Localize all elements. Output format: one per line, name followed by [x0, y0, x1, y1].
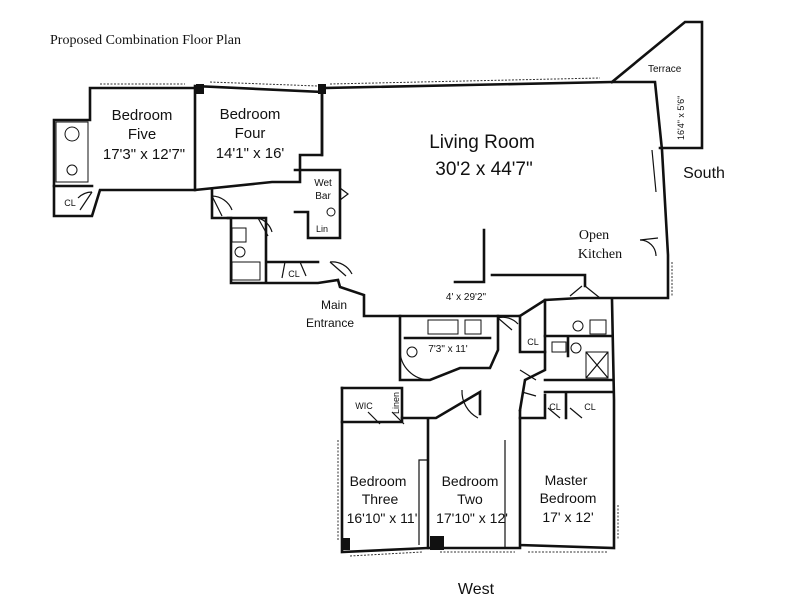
door: [329, 261, 353, 277]
open-kitchen-line2: Kitchen: [578, 247, 622, 262]
door: [569, 285, 601, 299]
hall-size: 4' x 29'2": [446, 292, 487, 303]
master-bedroom-size: 17' x 12': [542, 509, 593, 525]
door: [399, 349, 431, 381]
door: [281, 261, 307, 279]
wet-bar-line1: Wet: [314, 178, 332, 189]
closet-label: CL: [549, 402, 561, 412]
column: [318, 84, 326, 94]
door: [257, 217, 273, 237]
wic-label: WIC: [355, 401, 373, 411]
door: [519, 369, 537, 397]
wall-terrace: [610, 20, 704, 150]
window: [329, 77, 601, 85]
bedroom-five-line1: Bedroom: [112, 107, 173, 124]
wall-bedroom-five: [52, 86, 197, 218]
living-room-size: 30'2 x 44'7": [435, 159, 532, 180]
closet-label: CL: [64, 198, 76, 208]
wall-wet-bar: [293, 168, 342, 240]
terrace-label: Terrace: [648, 64, 682, 75]
fixtures: [55, 121, 657, 548]
bedroom-two-line1: Bedroom: [442, 473, 499, 489]
shower-icon: [585, 351, 609, 379]
wall-living-room: [210, 80, 670, 318]
door: [77, 191, 93, 211]
terrace-door: [651, 149, 657, 193]
wall-cl-master: [543, 390, 614, 420]
main-entrance-line1: Main: [321, 298, 347, 312]
toilet: [570, 342, 582, 354]
wet-bar-arrow-icon: [339, 187, 349, 201]
master-bedroom-line1: Master: [545, 472, 588, 488]
door: [639, 237, 659, 257]
closet-label: CL: [527, 337, 539, 347]
closet-rod: [418, 459, 428, 545]
window: [209, 81, 319, 87]
column: [430, 536, 444, 550]
window: [349, 551, 423, 557]
bathtub: [231, 261, 261, 281]
bedroom-four-line2: Four: [235, 125, 266, 142]
plan-title: Proposed Combination Floor Plan: [50, 33, 241, 48]
door: [461, 389, 479, 419]
toilet: [234, 246, 246, 258]
toilet: [572, 320, 584, 332]
door: [367, 411, 405, 425]
linen-label: Linen: [391, 392, 401, 414]
bedroom-five-line2: Five: [128, 126, 156, 143]
bedroom-four-line1: Bedroom: [220, 106, 281, 123]
closet-label: CL: [584, 402, 596, 412]
sink: [64, 126, 80, 142]
wet-bar-line2: Bar: [315, 191, 331, 202]
door: [547, 407, 583, 419]
main-entrance-line2: Entrance: [306, 316, 354, 330]
wall-lower-bath: [398, 314, 500, 382]
lin-label: Lin: [316, 224, 328, 234]
wall-small-bath: [226, 216, 268, 284]
south-label: South: [683, 165, 725, 182]
door: [497, 316, 519, 331]
closet-label: CL: [288, 269, 300, 279]
wall-living-divider: [453, 228, 486, 284]
bedroom-two-size: 17'10" x 12': [436, 510, 508, 526]
column: [342, 538, 350, 550]
bedroom-two-line2: Two: [457, 491, 483, 507]
west-label: West: [458, 581, 495, 598]
master-bedroom-line2: Bedroom: [540, 490, 597, 506]
bathtub: [427, 319, 459, 335]
outer-walls: [52, 20, 704, 554]
columns: [196, 84, 444, 550]
toilet: [66, 164, 78, 176]
room-labels: Terrace 16'4" x 5'6" Bedroom Five 17'3" …: [64, 64, 725, 598]
sink: [231, 227, 247, 243]
sink: [589, 319, 607, 335]
interior-walls: [52, 168, 614, 420]
wall-master-bath: [543, 334, 614, 382]
bedroom-four-size: 14'1" x 16': [216, 145, 285, 162]
sink: [551, 341, 567, 353]
wall-cl-hall: [518, 314, 547, 354]
bedroom-three-size: 16'10" x 11': [347, 510, 418, 526]
doors: [77, 191, 659, 425]
bar-sink: [326, 207, 336, 217]
open-kitchen-line1: Open: [579, 228, 609, 243]
toilet: [406, 346, 418, 358]
wall-kitchen-counter: [490, 273, 587, 288]
terrace-size: 16'4" x 5'6": [676, 96, 686, 140]
column: [196, 84, 204, 94]
door: [211, 195, 233, 217]
sink: [464, 319, 482, 335]
bedroom-three-line1: Bedroom: [350, 473, 407, 489]
bedroom-three-line2: Three: [362, 491, 399, 507]
windows: [100, 77, 673, 557]
living-room-label: Living Room: [429, 132, 535, 153]
bath-size: 7'3" x 11': [428, 344, 468, 355]
bedroom-five-size: 17'3" x 12'7": [103, 146, 185, 163]
